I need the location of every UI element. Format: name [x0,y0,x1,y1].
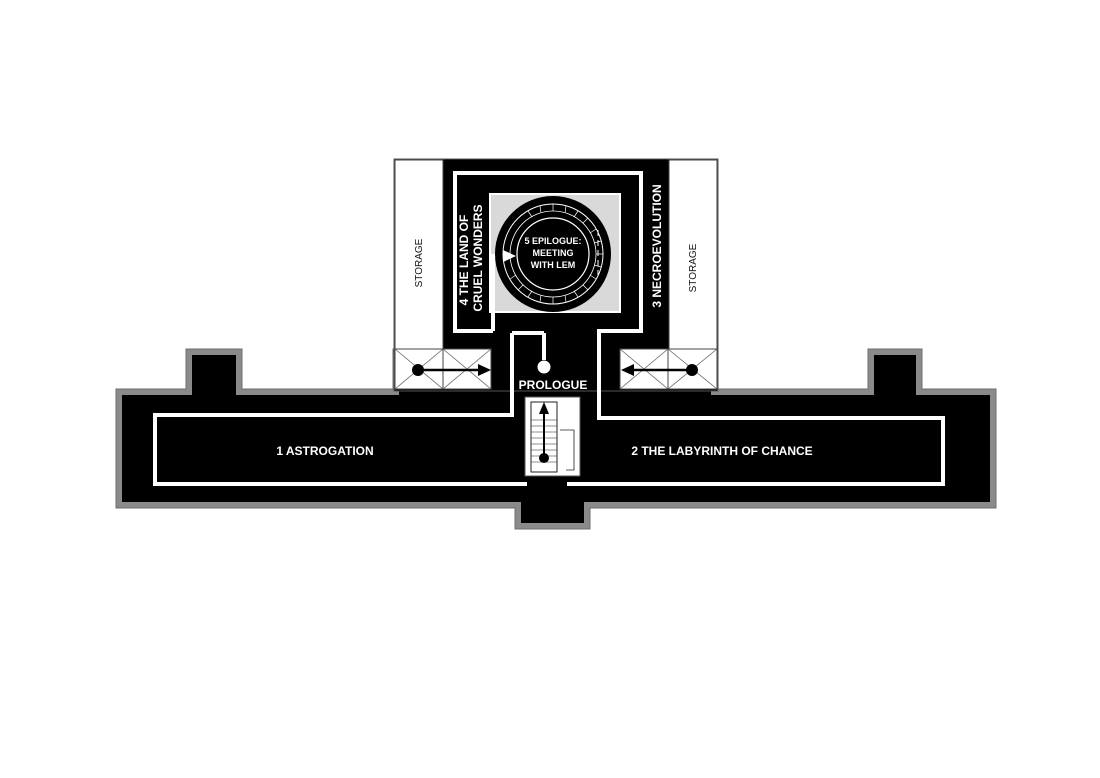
prologue-marker-icon [536,359,552,375]
epilogue-label-line3: WITH LEM [531,260,576,270]
storage-label-left: STORAGE [414,238,425,287]
visitor-route [153,171,945,486]
room-label-land-of-wonders-line1: 4 THE LAND OF [457,215,471,306]
room-label-necroevolution: 3 NECROEVOLUTION [650,184,664,307]
stair-up-arrow-icon [539,402,549,414]
epilogue-entry-arrow-icon [503,250,516,262]
entry-arrow-left [412,364,491,376]
epilogue-label-line1: 5 EPILOGUE: [524,236,581,246]
epilogue-label-line2: MEETING [532,248,573,258]
epilogue-amphitheatre: 5 EPILOGUE: MEETING WITH LEM [495,196,611,312]
staircase [524,396,581,477]
storage-label-right: STORAGE [688,243,699,292]
arrow-left-icon [621,364,634,376]
amphitheatre-seat-lines [509,204,603,304]
room-label-labyrinth: 2 THE LABYRINTH OF CHANCE [631,444,812,458]
prologue-label: PROLOGUE [519,378,588,392]
room-label-astrogation: 1 ASTROGATION [276,444,373,458]
storage-room-left [394,159,444,350]
entry-arrow-right [621,364,698,376]
arrow-right-icon [478,364,491,376]
storage-room-right [668,159,718,350]
room-label-land-of-wonders-line2: CRUEL WONDERS [471,204,485,311]
